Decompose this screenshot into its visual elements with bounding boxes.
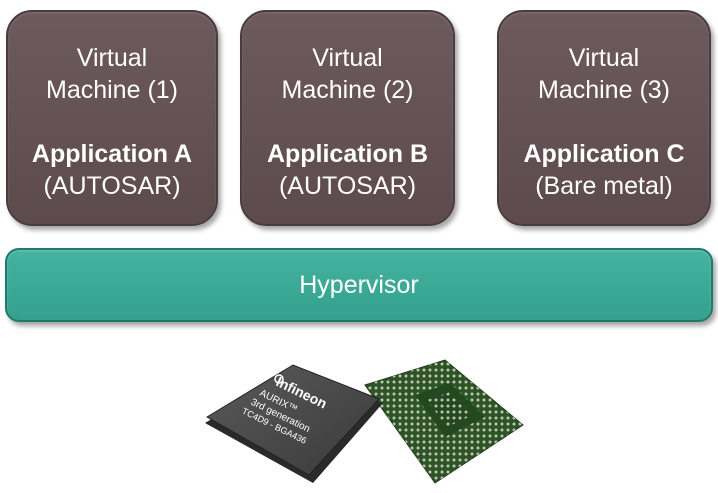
vm-application: Application B (AUTOSAR): [242, 138, 453, 202]
hypervisor-label: Hypervisor: [299, 271, 419, 299]
vm-title-line1: Virtual: [568, 44, 640, 72]
vm-title: Virtual Machine (2): [242, 42, 453, 106]
virtual-machine-2: Virtual Machine (2) Application B (AUTOS…: [240, 10, 455, 226]
vm-title-line2: Machine (3): [538, 76, 670, 104]
application-type: (AUTOSAR): [43, 172, 181, 200]
vm-title-line1: Virtual: [76, 44, 148, 72]
vm-title-line1: Virtual: [312, 44, 383, 72]
virtual-machine-1: Virtual Machine (1) Application A (AUTOS…: [6, 10, 218, 226]
application-name: Application C: [523, 140, 685, 168]
application-name: Application A: [31, 140, 193, 168]
vm-title: Virtual Machine (3): [499, 42, 709, 106]
vm-title-line2: Machine (1): [46, 76, 178, 104]
application-type: (AUTOSAR): [278, 172, 417, 200]
chip-package: Infineon AURIX™ 3rd generation TC4D9 - B…: [205, 364, 383, 483]
hypervisor-layer: Hypervisor: [5, 248, 713, 322]
vm-application: Application C (Bare metal): [499, 138, 709, 202]
virtual-machine-3: Virtual Machine (3) Application C (Bare …: [497, 10, 711, 226]
vm-title-line2: Machine (2): [281, 76, 414, 104]
infineon-logo-icon: [274, 374, 284, 384]
vm-title: Virtual Machine (1): [8, 42, 216, 106]
vm-application: Application A (AUTOSAR): [8, 138, 216, 202]
chip-pcb-underside: [364, 359, 524, 484]
aurix-chip-image: Infineon AURIX™ 3rd generation TC4D9 - B…: [205, 359, 524, 484]
application-type: (Bare metal): [535, 172, 673, 200]
application-name: Application B: [266, 140, 429, 168]
